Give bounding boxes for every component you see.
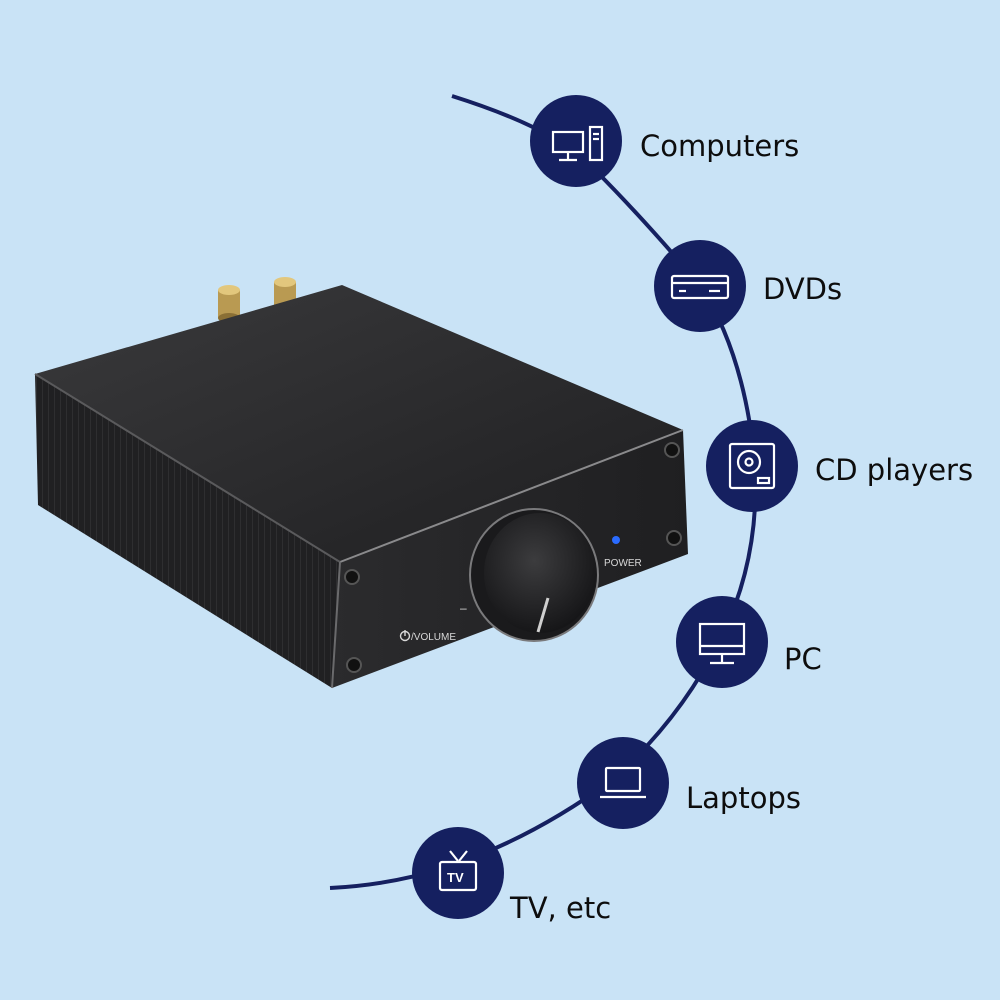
screw: [344, 569, 360, 585]
node-cd-players: [706, 420, 798, 512]
dvd-player-icon: [670, 274, 730, 300]
volume-label: /VOLUME: [411, 632, 456, 643]
tv-icon: TV: [438, 850, 478, 892]
label-pc: PC: [784, 642, 822, 676]
node-pc: [676, 596, 768, 688]
power-label: POWER: [604, 558, 642, 569]
node-dvds: [654, 240, 746, 332]
node-laptops: [577, 737, 669, 829]
label-tv: TV, etc: [510, 891, 612, 925]
laptop-icon: [600, 766, 646, 799]
node-tv: TV: [412, 827, 504, 919]
screw: [664, 442, 680, 458]
monitor-icon: [698, 622, 746, 665]
screw: [666, 530, 682, 546]
audio-amplifier: – POWER /VOLUME: [34, 277, 688, 689]
label-laptops: Laptops: [686, 781, 801, 815]
label-cd-players: CD players: [815, 453, 974, 487]
label-computers: Computers: [640, 129, 800, 163]
label-dvds: DVDs: [763, 272, 843, 306]
amplifier-top: [35, 285, 683, 562]
power-led: [612, 536, 620, 544]
svg-text:–: –: [460, 601, 467, 615]
screw: [346, 657, 362, 673]
svg-text:TV: TV: [447, 870, 464, 885]
amplifier-side: [35, 374, 340, 688]
node-computers: [530, 95, 622, 187]
cd-player-icon: [728, 442, 776, 490]
volume-knob[interactable]: [469, 508, 599, 642]
desktop-computer-icon: [551, 125, 604, 162]
